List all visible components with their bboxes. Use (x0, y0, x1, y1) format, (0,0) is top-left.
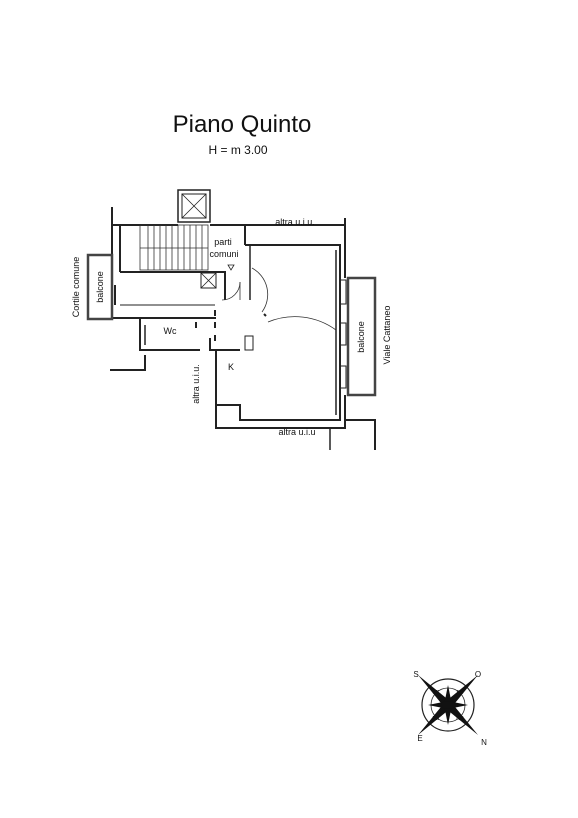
label-comuni: comuni (209, 249, 238, 259)
kitchen-counter (244, 335, 254, 351)
label-parti: parti (214, 237, 232, 247)
plan-title: Piano Quinto (173, 111, 312, 138)
compass-star (418, 675, 478, 735)
label-viale: Viale Cattaneo (382, 306, 392, 365)
elevator-shaft (177, 189, 211, 223)
label-altra-left: altra u.i.u. (191, 364, 201, 404)
compass-label-top-left: S (413, 670, 418, 679)
plan-height: H = m 3.00 (208, 143, 267, 157)
label-k: K (228, 362, 234, 372)
entry-marker (227, 264, 235, 271)
compass-inner-sw: NE (433, 716, 441, 722)
lift-box (200, 272, 217, 289)
staircase (139, 224, 209, 271)
wall-ticks (195, 310, 267, 341)
label-wc: Wc (164, 326, 177, 336)
compass-inner-se: NO (456, 716, 464, 722)
label-balcone-left: balcone (95, 271, 105, 303)
compass-inner-nw: SE (433, 690, 440, 696)
walls (110, 207, 376, 450)
compass-rose: S O E N SE SO NE NO (413, 670, 487, 747)
balcony-right (339, 276, 377, 397)
door-swings (221, 267, 337, 331)
label-cortile: Cortile comune (71, 257, 81, 318)
balcony-left (86, 253, 116, 321)
label-altra-top: altra u.i.u. (275, 217, 315, 227)
compass-inner-ne: SO (456, 690, 463, 696)
label-balcone-right: balcone (356, 321, 366, 353)
compass-label-top-right: O (475, 670, 481, 679)
compass-outer-ring (421, 678, 475, 732)
compass-label-bottom-left: E (417, 734, 422, 743)
label-altra-bottom: altra u.i.u (278, 427, 315, 437)
compass-label-bottom-right: N (481, 738, 487, 747)
